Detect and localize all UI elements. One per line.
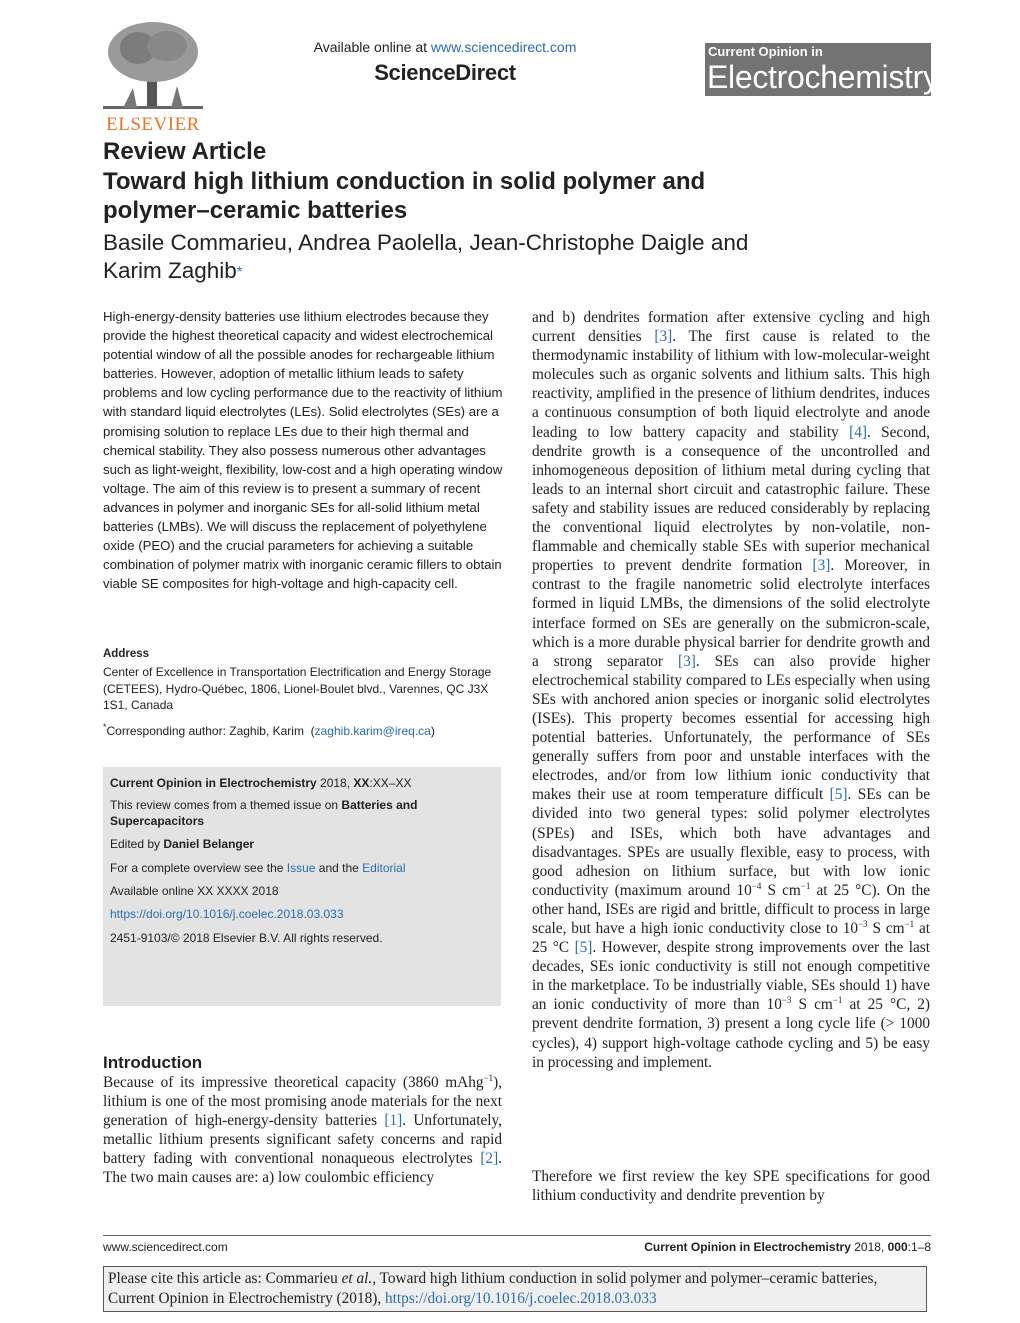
info-copyright: 2451-9103/© 2018 Elsevier B.V. All right… (110, 931, 383, 945)
rc-sup-3: −3 (858, 918, 868, 929)
introduction-paragraph: Because of its impressive theoretical ca… (103, 1073, 502, 1188)
rc-s5: . SEs can also provide higher electroche… (532, 652, 930, 804)
address-heading: Address (103, 648, 150, 660)
journal-logo-main: Electrochemistry (707, 59, 931, 95)
citation-text-a: Please cite this article as: Commarieu (108, 1270, 342, 1287)
corresponding-email-link[interactable]: zaghib.karim@ireq.ca (314, 724, 431, 738)
elsevier-wordmark: ELSEVIER (106, 114, 200, 135)
footer-journal-info: Current Opinion in Electrochemistry 2018… (644, 1240, 931, 1254)
rc-s9: S cm (867, 920, 905, 937)
rc-s1: and b) dendrites formation after extensi… (532, 309, 930, 346)
rc-s4: . Moreover, in contrast to the fragile n… (532, 557, 930, 670)
article-info-box: Current Opinion in Electrochemistry 2018… (103, 767, 501, 1006)
introduction-heading: Introduction (103, 1053, 203, 1072)
rc-s12: S cm (791, 996, 833, 1014)
corresponding-author-mark[interactable]: * (236, 263, 243, 279)
info-theme-line: This review comes from a themed issue on… (110, 797, 495, 829)
rc-s2: . The first cause is related to the ther… (532, 328, 930, 441)
info-overview-line: For a complete overview see the Issue an… (110, 860, 495, 876)
issue-link[interactable]: Issue (286, 861, 316, 875)
info-volume: XX (353, 776, 370, 790)
info-available: Available online XX XXXX 2018 (110, 884, 279, 898)
citation-box: Please cite this article as: Commarieu e… (103, 1266, 927, 1312)
author-list: Basile Commarieu, Andrea Paolella, Jean-… (103, 229, 803, 285)
available-online-line: Available online at www.sciencedirect.co… (300, 39, 590, 55)
authors-text: Basile Commarieu, Andrea Paolella, Jean-… (103, 230, 749, 283)
journal-logo-top: Current Opinion in (708, 44, 823, 59)
info-overview-prefix: For a complete overview see the (110, 861, 287, 875)
intro-text-c: . Unfortunately, metallic lithium presen… (103, 1112, 502, 1168)
rc-s11: . However, despite strong improvements o… (532, 939, 930, 1014)
info-journal: Current Opinion in Electrochemistry (110, 776, 317, 790)
footer-site: www.sciencedirect.com (103, 1240, 228, 1254)
info-pages: :XX–XX (369, 776, 412, 790)
info-theme-prefix: This review comes from a themed issue on (110, 798, 342, 812)
ref-link-1[interactable]: [1] (384, 1112, 403, 1130)
footer-pages: :1–8 (907, 1240, 931, 1254)
ref-link-5a[interactable]: [5] (829, 786, 848, 804)
elsevier-tree-logo (103, 18, 203, 114)
intro-sup: −1 (483, 1072, 494, 1083)
rc-sup-2: −1 (800, 880, 811, 891)
corresponding-author-line: *Corresponding author: Zaghib, Karim (za… (103, 722, 435, 739)
footer-divider (103, 1235, 931, 1236)
doi-link[interactable]: https://doi.org/10.1016/j.coelec.2018.03… (110, 907, 344, 921)
rc-s8: at 25 °C). On the other hand, ISEs are r… (532, 881, 931, 937)
citation-doi-link[interactable]: https://doi.org/10.1016/j.coelec.2018.03… (384, 1290, 657, 1307)
intro-text-b: ), lithium is one of the most promising … (103, 1074, 502, 1130)
intro-text-d: . The two main causes are: a) low coulom… (103, 1150, 502, 1187)
ref-link-3c[interactable]: [3] (678, 652, 696, 670)
corresponding-prefix: Corresponding author: Zaghib, Karim (106, 724, 304, 738)
ref-link-5b[interactable]: [5] (574, 939, 593, 957)
rc-sup-4: −1 (904, 918, 915, 929)
ref-link-4[interactable]: [4] (849, 423, 867, 441)
address-text: Center of Excellence in Transportation E… (103, 665, 492, 712)
info-theme-name: Batteries and Supercapacitors (110, 798, 418, 828)
info-editor-line: Edited by Daniel Belanger (110, 836, 495, 852)
ref-link-3b[interactable]: [3] (812, 557, 831, 575)
footer-year: 2018, (850, 1240, 888, 1254)
info-editor: Daniel Belanger (163, 837, 255, 851)
rc-sup-5: −3 (781, 995, 792, 1006)
info-and: and the (315, 861, 363, 875)
editorial-link[interactable]: Editorial (362, 861, 406, 875)
ref-link-2[interactable]: [2] (480, 1150, 499, 1168)
rc-s3: . Second, dendrite growth is a consequen… (532, 423, 930, 575)
ref-link-3a[interactable]: [3] (654, 328, 673, 346)
citation-etal: et al. (341, 1270, 373, 1287)
article-title: Toward high lithium conduction in solid … (103, 168, 706, 224)
rc-s13: at 25 °C, 2) prevent dendrite formation,… (532, 996, 930, 1071)
rc-sup-6: −1 (832, 995, 843, 1006)
citation-text-b: , Toward high lithium conduction in soli… (108, 1270, 878, 1307)
info-doi-line: https://doi.org/10.1016/j.coelec.2018.03… (110, 906, 495, 922)
rc-s6: . SEs can be divided into two general ty… (532, 786, 930, 899)
footer-volume: 000 (887, 1240, 908, 1254)
rc-s10: at 25 °C (532, 920, 931, 957)
rc-s7: S cm (761, 881, 801, 899)
info-year: 2018, (316, 776, 354, 790)
sciencedirect-link[interactable]: www.sciencedirect.com (430, 39, 577, 55)
intro-text-a: Because of its impressive theoretical ca… (103, 1074, 484, 1091)
info-journal-line: Current Opinion in Electrochemistry 2018… (110, 775, 495, 791)
article-type: Review Article (103, 138, 267, 165)
abstract: High-energy-density batteries use lithiu… (103, 309, 503, 592)
available-prefix: Available online at (313, 39, 431, 55)
journal-logo: Current Opinion in Electrochemistry (705, 43, 931, 96)
rc-sup-1: −4 (751, 880, 762, 891)
info-edited-prefix: Edited by (110, 837, 164, 851)
right-column-paragraph-2: Therefore we first review the key SPE sp… (532, 1168, 930, 1205)
sciencedirect-brand: ScienceDirect (374, 60, 516, 85)
right-column-paragraph: and b) dendrites formation after extensi… (532, 308, 930, 1072)
footer-journal: Current Opinion in Electrochemistry (644, 1240, 851, 1254)
